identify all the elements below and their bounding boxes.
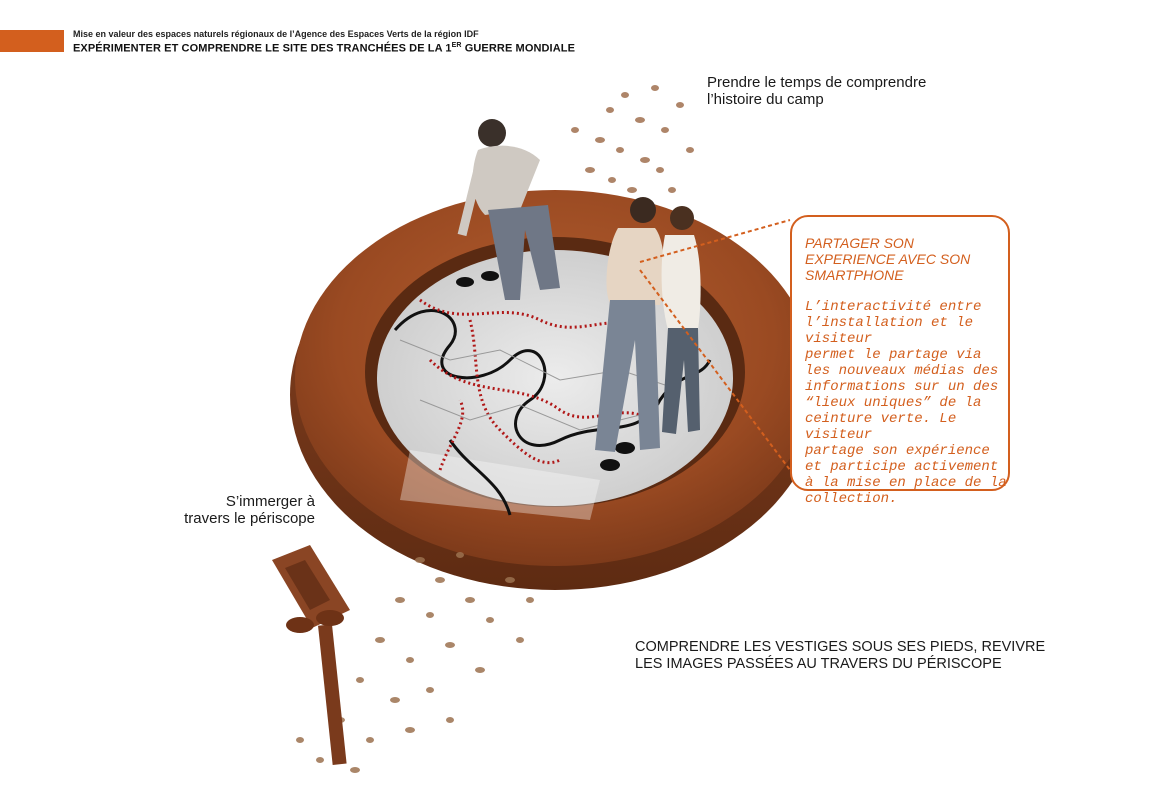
callout-connector (639, 219, 791, 263)
callout-body: L’interactivité entre l’installation et … (805, 299, 1007, 507)
visitor-man-left (457, 119, 560, 300)
header-subtitle: Mise en valeur des espaces naturels régi… (73, 29, 479, 39)
periscope (272, 545, 350, 765)
page-title: EXPÉRIMENTER ET COMPRENDRE LE SITE DES T… (73, 42, 575, 55)
page-title-main: EXPÉRIMENTER ET COMPRENDRE LE SITE DES T… (73, 42, 452, 55)
label-periscope-line1: S’immerger à (225, 493, 315, 510)
label-history-line1: Prendre le temps de comprendre (707, 74, 927, 91)
visitor-couple (595, 197, 701, 452)
label-history-line2: l’histoire du camp (707, 91, 824, 108)
smartphone-callout: PARTAGER SON EXPERIENCE AVEC SON SMARTPH… (790, 215, 1010, 507)
label-periscope-line2: travers le périscope (184, 510, 315, 527)
label-vestiges-line2: LES IMAGES PASSÉES AU TRAVERS DU PÉRISCO… (635, 656, 1002, 672)
callout-title: PARTAGER SON EXPERIENCE AVEC SON SMARTPH… (805, 235, 971, 283)
header-accent-bar (0, 30, 64, 52)
label-history: Prendre le temps de comprendre l’histoir… (707, 74, 926, 108)
page-title-sup: ER (451, 42, 462, 49)
page-title-end: GUERRE MONDIALE (461, 42, 576, 55)
label-vestiges-line1: COMPRENDRE LES VESTIGES SOUS SES PIEDS, … (635, 639, 1046, 655)
leaves-upper (571, 85, 694, 208)
footprints (456, 271, 635, 471)
label-periscope: S’immerger à travers le périscope (168, 493, 315, 527)
corten-ring (290, 190, 820, 590)
label-vestiges: COMPRENDRE LES VESTIGES SOUS SES PIEDS, … (635, 639, 1045, 673)
